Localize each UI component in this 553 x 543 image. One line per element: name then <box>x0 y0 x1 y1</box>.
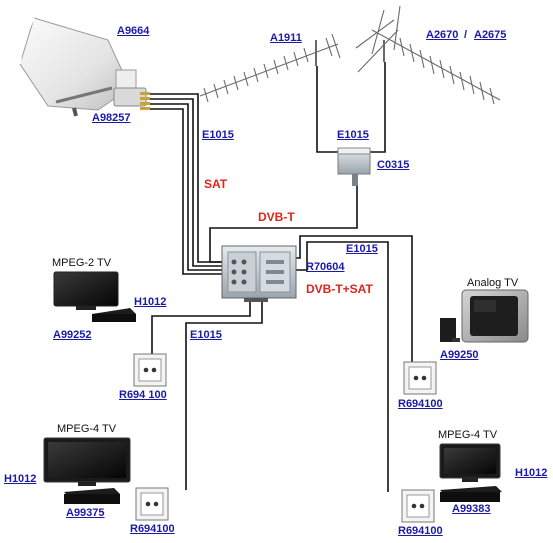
antenna-right-b-link[interactable]: A2675 <box>474 29 507 41</box>
analog-tv-name: Analog TV <box>467 277 519 289</box>
dvbt-cable <box>209 185 358 263</box>
dvbt-signal-label: DVB-T <box>258 210 295 224</box>
antenna-cables <box>316 62 386 153</box>
wall-socket-top-left <box>133 353 167 387</box>
analog-crt-tv <box>461 289 529 343</box>
antenna-cable-link[interactable]: E1015 <box>337 129 369 141</box>
mpeg4-left-stb-link[interactable]: H1012 <box>4 473 37 485</box>
socket-right-mid-link[interactable]: R694100 <box>398 398 443 410</box>
mpeg4-left-tv-name: MPEG-4 TV <box>57 423 117 435</box>
mpeg4-tv-right <box>439 443 501 482</box>
dish-link[interactable]: A9664 <box>117 25 150 37</box>
mpeg2-tv-name: MPEG-2 TV <box>52 257 112 269</box>
analog-set-top-box <box>440 318 460 342</box>
mpeg2-tv-link[interactable]: A99252 <box>53 329 92 341</box>
mpeg4-tv-left <box>43 437 131 486</box>
antenna-right-a-link[interactable]: A2670 <box>426 29 459 41</box>
mpeg2-stb-link[interactable]: H1012 <box>134 296 167 308</box>
sat-cable-link[interactable]: E1015 <box>202 129 234 141</box>
socket-bottom-right-link[interactable]: R694100 <box>398 525 443 537</box>
mpeg4-right-set-top-box <box>440 486 502 502</box>
socket-bottom-left-link[interactable]: R694100 <box>130 523 175 535</box>
sat-signal-label: SAT <box>204 177 228 191</box>
mpeg4-left-set-top-box <box>64 488 120 504</box>
antenna-separator: / <box>464 29 468 41</box>
lnb-link[interactable]: A98257 <box>92 112 131 124</box>
satellite-dish <box>19 17 131 117</box>
right-cable-link[interactable]: E1015 <box>346 243 378 255</box>
socket-top-left-link[interactable]: R694 100 <box>119 389 167 401</box>
antenna-left-link[interactable]: A1911 <box>270 32 302 44</box>
wall-socket-bottom-right <box>401 489 435 523</box>
mpeg4-right-tv-link[interactable]: A99383 <box>452 503 491 515</box>
antenna-yagi <box>199 33 341 103</box>
analog-tv-link[interactable]: A99250 <box>440 349 479 361</box>
mpeg4-right-stb-link[interactable]: H1012 <box>515 467 548 479</box>
dvbt-sat-signal-label: DVB-T+SAT <box>306 282 373 296</box>
multiswitch-link[interactable]: R70604 <box>306 261 345 273</box>
wall-socket-bottom-left <box>135 487 169 521</box>
combiner-link[interactable]: C0315 <box>377 159 410 171</box>
mpeg2-set-top-box <box>92 308 136 322</box>
lnb-quad <box>113 69 150 110</box>
distribution-cables <box>151 235 413 492</box>
multiswitch-box <box>221 245 297 302</box>
mpeg2-tv <box>53 271 119 310</box>
combiner-box <box>337 147 371 186</box>
mpeg4-right-tv-name: MPEG-4 TV <box>438 429 498 441</box>
mpeg4-left-tv-link[interactable]: A99375 <box>66 507 105 519</box>
bottom-cable-link[interactable]: E1015 <box>190 329 222 341</box>
wall-socket-right-mid <box>403 361 437 395</box>
antenna-log-periodic <box>355 5 501 105</box>
